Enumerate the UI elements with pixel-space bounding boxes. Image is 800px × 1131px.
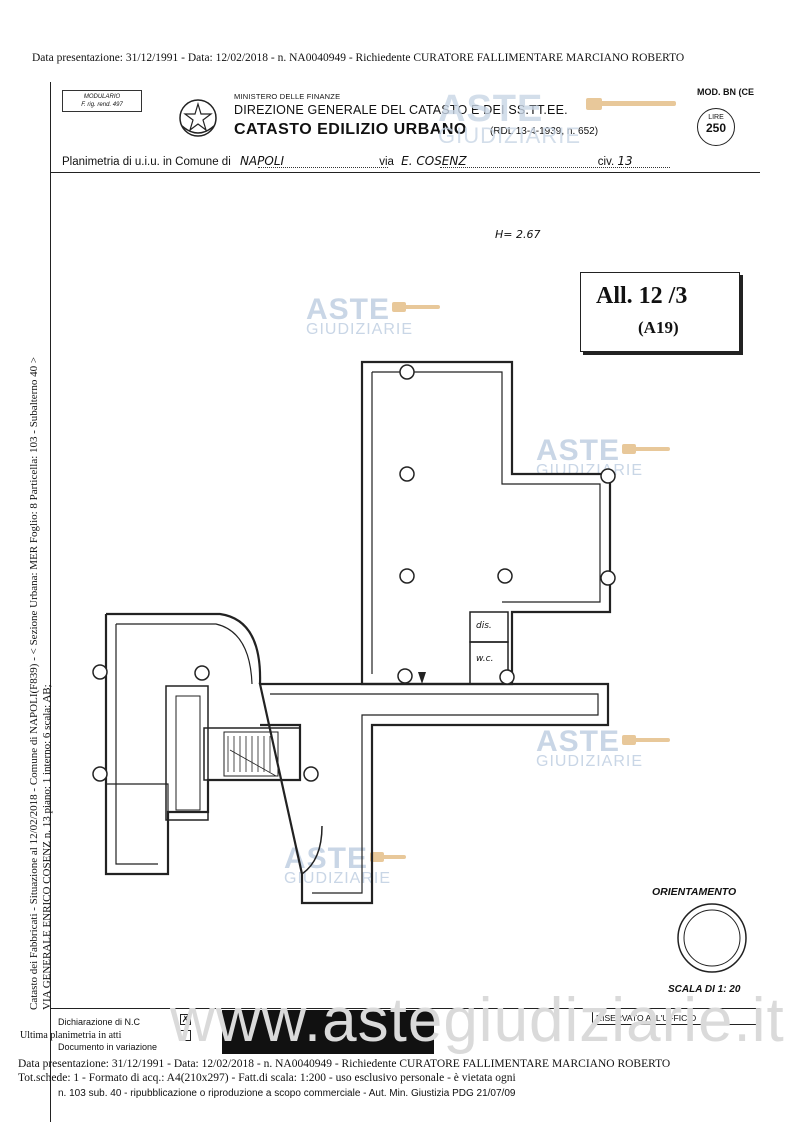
modulario-box: MODULARIO F. rig. rend. 497	[62, 90, 142, 112]
room-main-outline	[360, 360, 612, 686]
via-label: via	[379, 156, 394, 168]
modulario-sub: F. rig. rend. 497	[81, 102, 123, 108]
riservato-box	[592, 1010, 761, 1025]
entry-arrow-icon	[418, 672, 426, 684]
documento-label: Documento in variazione	[58, 1042, 158, 1052]
dichiarazione-label: Dichiarazione di N.C	[58, 1017, 141, 1027]
corridor-outline	[258, 682, 610, 905]
comune-value: NAPOLI	[239, 154, 285, 168]
header-info-line: Data presentazione: 31/12/1991 - Data: 1…	[32, 52, 685, 64]
orientamento-label: ORIENTAMENTO	[652, 886, 737, 898]
footer-line-3: n. 103 sub. 40 - ripubblicazione o ripro…	[58, 1088, 516, 1099]
room-wc-label: w.c.	[476, 654, 494, 664]
via-value: E. COSENZ	[401, 154, 467, 168]
modulario-label: MODULARIO	[83, 94, 121, 100]
site-watermark: www.astegiudiziarie.it	[170, 986, 785, 1055]
lire-stamp: LIRE 250	[697, 108, 735, 146]
via-underline	[440, 167, 670, 168]
room-wc	[469, 641, 509, 685]
footer-line-2: Tot.schede: 1 - Formato di acq.: A4(210x…	[18, 1072, 516, 1084]
direction-label: DIREZIONE GENERALE DEL CATASTO E DEI SS.…	[234, 103, 568, 117]
emblem-icon	[179, 99, 217, 137]
scale-label: SCALA DI 1: 20	[668, 984, 741, 995]
civ-value: 13	[617, 154, 633, 168]
attachment-code: (A19)	[638, 318, 679, 337]
civ-label: civ.	[597, 156, 615, 168]
planimetria-line: Planimetria di u.i.u. in Comune di NAPOL…	[62, 154, 633, 168]
ultima-planimetria-label: Ultima planimetria in atti	[20, 1030, 122, 1041]
riservato-label: RISERVATO ALL'UFFICIO	[596, 1013, 697, 1023]
attachment-box	[580, 272, 740, 352]
ministry-label: MINISTERO DELLE FINANZE	[234, 92, 341, 101]
documento-checkbox	[180, 1030, 191, 1041]
attachment-number: All. 12 /3	[596, 283, 688, 309]
mod-label: MOD. BN (CE	[697, 87, 754, 97]
form-frame	[50, 82, 761, 1122]
bottom-frame-line	[50, 1008, 760, 1009]
catasto-title: CATASTO EDILIZIO URBANO	[234, 121, 467, 138]
lire-label: LIRE	[708, 114, 724, 121]
orientation-compass-icon	[677, 903, 747, 973]
height-note: H= 2.67	[495, 228, 541, 241]
comune-underline	[258, 167, 388, 168]
footer-line-1: Data presentazione: 31/12/1991 - Data: 1…	[18, 1058, 671, 1070]
lire-value: 250	[705, 121, 727, 135]
columns	[92, 364, 616, 782]
rdl-label: (RDL 13-4-1939, n. 652)	[490, 126, 599, 137]
room-dis-label: dis.	[476, 621, 492, 631]
redaction-block	[222, 1010, 434, 1054]
left-wing-outline	[104, 612, 302, 876]
hammer-icons	[370, 98, 676, 862]
planimetria-prefix: Planimetria di u.i.u. in Comune di	[62, 156, 231, 168]
header-divider	[50, 172, 760, 173]
dichiarazione-checkbox: ✗	[180, 1014, 191, 1025]
